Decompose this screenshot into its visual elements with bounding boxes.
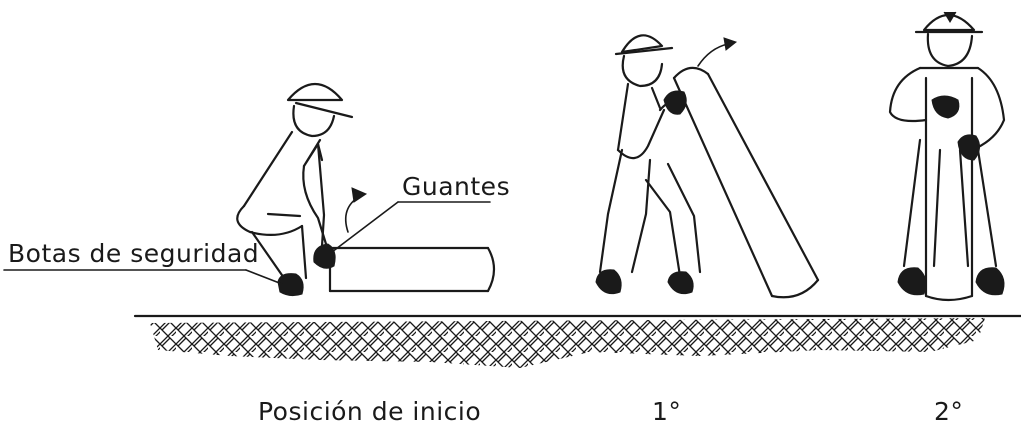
pipe-vertical: [924, 76, 974, 302]
helmet-step-2: [914, 11, 984, 34]
ground: [133, 314, 1021, 368]
boot-left-step-2: [897, 267, 927, 296]
boot-right-step-2: [975, 267, 1005, 296]
gloves-label: Guantes: [402, 172, 510, 201]
head-step-1: [621, 54, 664, 88]
boot-start: [277, 273, 304, 297]
boot-right-step-1: [667, 271, 694, 295]
safety-boots-label: Botas de seguridad: [8, 239, 259, 268]
step-two-caption: 2°: [934, 397, 963, 426]
head-step-2: [926, 32, 974, 68]
helmet-start: [286, 83, 354, 119]
legs-step-2: [902, 138, 922, 268]
step-one-caption: 1°: [652, 397, 681, 426]
glove-step-1: [663, 90, 687, 115]
rotation-arrow-start: [344, 195, 361, 233]
pipe-tilted: [672, 66, 820, 299]
legs-step-1: [598, 148, 624, 274]
torso-step-1: [616, 82, 662, 152]
arm-start: [302, 164, 328, 246]
glove-start: [313, 243, 336, 269]
arm-step-1: [616, 108, 666, 160]
helmet-step-1: [614, 34, 674, 56]
worker-step-2: [888, 11, 1006, 302]
start-position-caption: Posición de inicio: [258, 397, 481, 426]
arm-left-step-2: [888, 66, 928, 123]
boots-callout: [3, 269, 283, 285]
ground-hatching: [150, 318, 985, 368]
lift-arrow-step-1: [697, 43, 729, 67]
glove-left-step-2: [931, 95, 960, 119]
torso-start: [242, 130, 324, 208]
thigh-start: [236, 204, 304, 237]
gloves-callout: [331, 201, 491, 253]
pipe-lying: [328, 246, 496, 293]
arm-right-step-2: [970, 66, 1006, 152]
boot-left-step-1: [595, 269, 622, 295]
worker-step-1: [595, 34, 820, 299]
head-start: [292, 104, 336, 138]
glove-right-step-2: [957, 134, 980, 161]
worker-start-position: [236, 83, 496, 297]
